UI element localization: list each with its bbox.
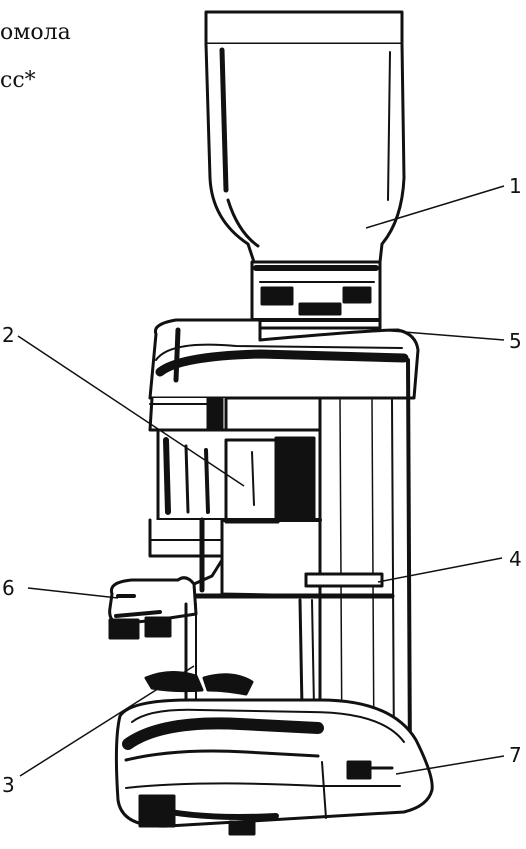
- callout-7: 7: [509, 743, 522, 767]
- leader-line-4: [377, 557, 503, 583]
- callout-5: 5: [509, 329, 522, 353]
- caption-fragment-line-2: сс*: [0, 68, 36, 93]
- leader-line-3: [19, 665, 195, 777]
- leader-line-7: [395, 755, 505, 775]
- grinder-head: [148, 318, 420, 432]
- leader-line-2: [17, 335, 245, 487]
- callout-1: 1: [509, 174, 522, 198]
- grinder-base: [114, 698, 434, 836]
- callout-6: 6: [2, 576, 15, 600]
- leader-line-6: [27, 587, 119, 599]
- leader-line-1: [365, 185, 505, 229]
- lower-housing: [148, 517, 395, 599]
- callout-4: 4: [509, 547, 522, 571]
- leader-lines: [17, 185, 505, 777]
- dosing-chamber: [156, 428, 322, 524]
- dosing-lever: [108, 558, 224, 640]
- hopper-collar: [250, 260, 382, 330]
- leader-line-5: [379, 329, 505, 341]
- callout-2: 2: [2, 323, 15, 347]
- callout-3: 3: [2, 773, 15, 797]
- caption-fragment-line-1: омола: [0, 20, 71, 45]
- bean-hopper: [204, 10, 406, 264]
- portafilter-fork: [304, 572, 384, 588]
- holder-stand: [144, 598, 315, 718]
